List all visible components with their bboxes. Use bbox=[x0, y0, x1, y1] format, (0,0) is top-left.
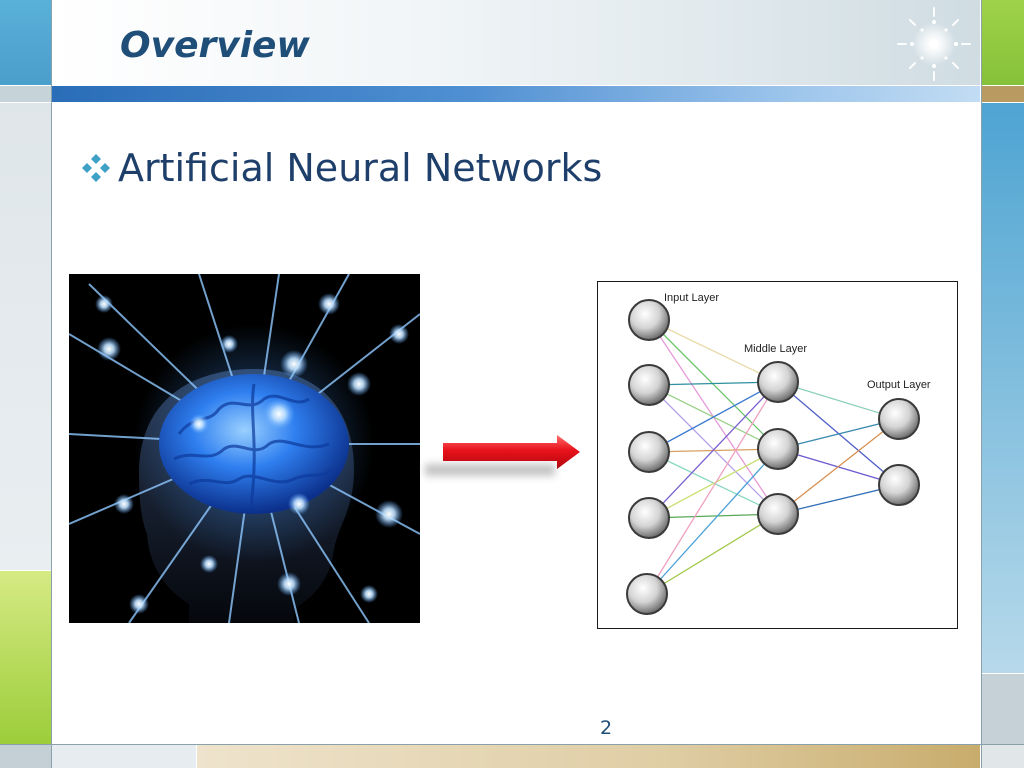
output-node-2 bbox=[878, 464, 920, 506]
slide-title: Overview bbox=[120, 25, 310, 66]
deco-strip-left bbox=[0, 86, 51, 102]
input-node-5 bbox=[626, 573, 668, 615]
deco-strip-right bbox=[982, 86, 1024, 102]
deco-footer-left bbox=[0, 745, 51, 768]
edge-input-2-middle-1 bbox=[648, 381, 779, 386]
deco-footer-gold bbox=[197, 745, 980, 768]
deco-column-right-blue bbox=[982, 103, 1024, 673]
diamond-bullet-icon bbox=[82, 154, 110, 182]
brain-image bbox=[69, 274, 420, 623]
edge-middle-1-output-1 bbox=[777, 381, 900, 420]
sparkle-logo-icon bbox=[897, 7, 971, 81]
deco-column-left bbox=[0, 103, 51, 570]
footer-rule bbox=[0, 744, 1024, 745]
middle-node-1 bbox=[757, 361, 799, 403]
bullet-item: Artificial Neural Networks bbox=[80, 142, 602, 194]
arrow-right-icon bbox=[425, 435, 580, 476]
edge-middle-3-output-1 bbox=[777, 418, 900, 515]
edge-input-5-middle-3 bbox=[646, 513, 779, 595]
edge-input-4-middle-3 bbox=[648, 513, 779, 519]
output-node-1 bbox=[878, 398, 920, 440]
header-rule bbox=[52, 86, 980, 102]
edge-input-3-middle-1 bbox=[648, 381, 779, 453]
output-layer-label: Output Layer bbox=[867, 379, 931, 391]
edge-input-5-middle-1 bbox=[646, 381, 779, 595]
deco-footer-right bbox=[982, 745, 1024, 768]
middle-node-3 bbox=[757, 493, 799, 535]
input-node-4 bbox=[628, 497, 670, 539]
content-border-left bbox=[51, 0, 52, 768]
deco-tile-top-right bbox=[982, 0, 1024, 85]
deco-tile-right-grey bbox=[982, 674, 1024, 744]
input-node-3 bbox=[628, 431, 670, 473]
deco-footer-grey bbox=[52, 745, 196, 768]
edge-input-4-middle-1 bbox=[648, 381, 779, 519]
deco-tile-top-left bbox=[0, 0, 51, 85]
input-node-1 bbox=[628, 299, 670, 341]
bullet-text: Artificial Neural Networks bbox=[118, 146, 603, 190]
middle-node-2 bbox=[757, 428, 799, 470]
edge-input-4-middle-2 bbox=[648, 448, 779, 519]
content-border-right bbox=[981, 0, 982, 768]
edge-input-1-middle-1 bbox=[648, 319, 779, 383]
header-band bbox=[52, 0, 980, 85]
deco-tile-left-green bbox=[0, 571, 51, 744]
page-number: 2 bbox=[599, 717, 613, 739]
input-node-2 bbox=[628, 364, 670, 406]
edge-input-1-middle-2 bbox=[648, 319, 779, 450]
middle-layer-label: Middle Layer bbox=[744, 343, 807, 355]
neural-network-diagram: Input Layer Middle Layer Output Layer bbox=[597, 281, 958, 629]
edge-input-5-middle-2 bbox=[646, 448, 779, 595]
input-layer-label: Input Layer bbox=[664, 292, 719, 304]
